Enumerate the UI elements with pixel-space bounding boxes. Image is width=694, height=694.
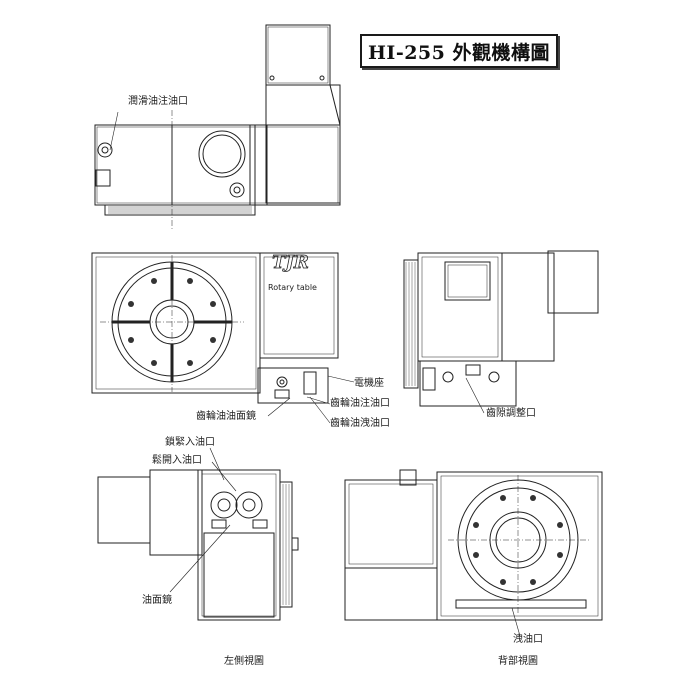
label-gear-oil-drain: 齒輪油洩油口 [330, 418, 390, 429]
brand-tagline: Rotary table [268, 283, 317, 292]
right-side-view [403, 250, 599, 414]
label-gear-oil-fill: 齒輪油注油口 [330, 398, 390, 409]
drawing-title: HI-255 外觀機構圖 [360, 34, 558, 68]
label-backlash-adjust: 齒隙調整口 [486, 408, 536, 419]
caption-left-side-view: 左側視圖 [224, 656, 264, 667]
label-gear-oil-sight-glass: 齒輪油油面鏡 [196, 411, 256, 422]
label-release-oil-inlet: 鬆開入油口 [152, 455, 202, 466]
label-oil-sight-glass: 油面鏡 [142, 595, 172, 606]
front-view [91, 252, 355, 424]
caption-rear-view: 背部視圖 [498, 656, 538, 667]
label-clamp-oil-inlet: 鎖緊入油口 [165, 437, 215, 448]
label-motor-base: 電機座 [354, 378, 384, 389]
brand-logo: TJR [272, 252, 309, 273]
left-side-view [97, 447, 299, 621]
rear-view [344, 469, 603, 637]
top-view [94, 24, 341, 230]
label-drain-port: 洩油口 [513, 634, 543, 645]
label-lubrication-inlet: 潤滑油注油口 [128, 96, 188, 107]
